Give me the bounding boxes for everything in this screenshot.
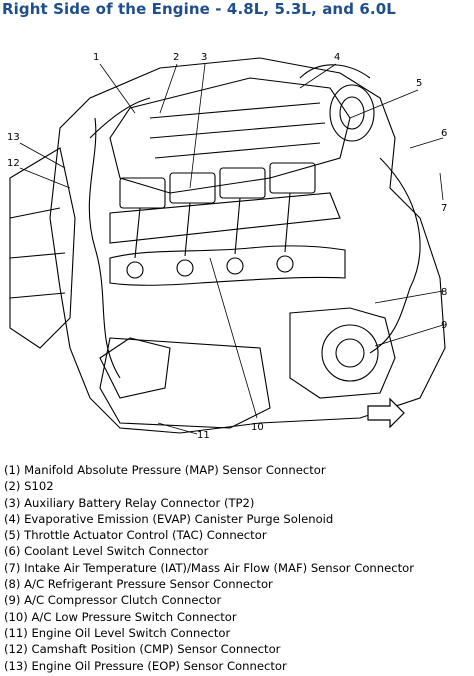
callout-2: 2 bbox=[173, 52, 179, 63]
legend: (1) Manifold Absolute Pressure (MAP) Sen… bbox=[4, 462, 470, 674]
engine-outline bbox=[49, 57, 446, 434]
legend-item: (1) Manifold Absolute Pressure (MAP) Sen… bbox=[4, 463, 326, 477]
callout-4: 4 bbox=[334, 52, 340, 63]
callout-11: 11 bbox=[197, 430, 210, 441]
legend-item: (11) Engine Oil Level Switch Connector bbox=[4, 625, 231, 640]
legend-item: (8) A/C Refrigerant Pressure Sensor Conn… bbox=[4, 577, 273, 592]
callout-8: 8 bbox=[441, 287, 447, 298]
right-arrow-icon bbox=[367, 397, 405, 429]
legend-item: (10) A/C Low Pressure Switch Connector bbox=[4, 609, 237, 624]
intake-manifold bbox=[109, 77, 351, 194]
exhaust-manifold bbox=[109, 245, 346, 286]
legend-item: (3) Auxiliary Battery Relay Connector (T… bbox=[4, 495, 255, 510]
legend-item: (6) Coolant Level Switch Connector bbox=[4, 544, 209, 559]
callout-13: 13 bbox=[7, 132, 20, 143]
engine-diagram: 1 2 3 4 5 6 7 8 9 10 11 12 13 bbox=[7, 52, 447, 441]
callout-12: 12 bbox=[7, 158, 20, 169]
legend-item: (5) Throttle Actuator Control (TAC) Conn… bbox=[4, 528, 267, 543]
ac-compressor bbox=[289, 307, 396, 399]
callout-10: 10 bbox=[251, 422, 264, 433]
legend-item: (7) Intake Air Temperature (IAT)/Mass Ai… bbox=[4, 560, 415, 575]
legend-item: (4) Evaporative Emission (EVAP) Canister… bbox=[4, 511, 334, 526]
legend-item: (9) A/C Compressor Clutch Connector bbox=[4, 593, 222, 608]
callout-1: 1 bbox=[93, 52, 99, 63]
callout-6: 6 bbox=[441, 128, 447, 139]
legend-item: (2) S102 bbox=[4, 479, 54, 494]
oil-pan bbox=[99, 337, 271, 429]
callout-7: 7 bbox=[441, 203, 447, 214]
callout-5: 5 bbox=[416, 78, 422, 89]
callout-3: 3 bbox=[201, 52, 207, 63]
legend-item: (12) Camshaft Position (CMP) Sensor Conn… bbox=[4, 642, 281, 657]
wiring-harness bbox=[88, 64, 421, 379]
page-title: Right Side of the Engine - 4.8L, 5.3L, a… bbox=[2, 0, 396, 18]
callout-9: 9 bbox=[441, 320, 447, 331]
legend-item: (13) Engine Oil Pressure (EOP) Sensor Co… bbox=[4, 658, 287, 673]
throttle-body bbox=[329, 84, 375, 142]
